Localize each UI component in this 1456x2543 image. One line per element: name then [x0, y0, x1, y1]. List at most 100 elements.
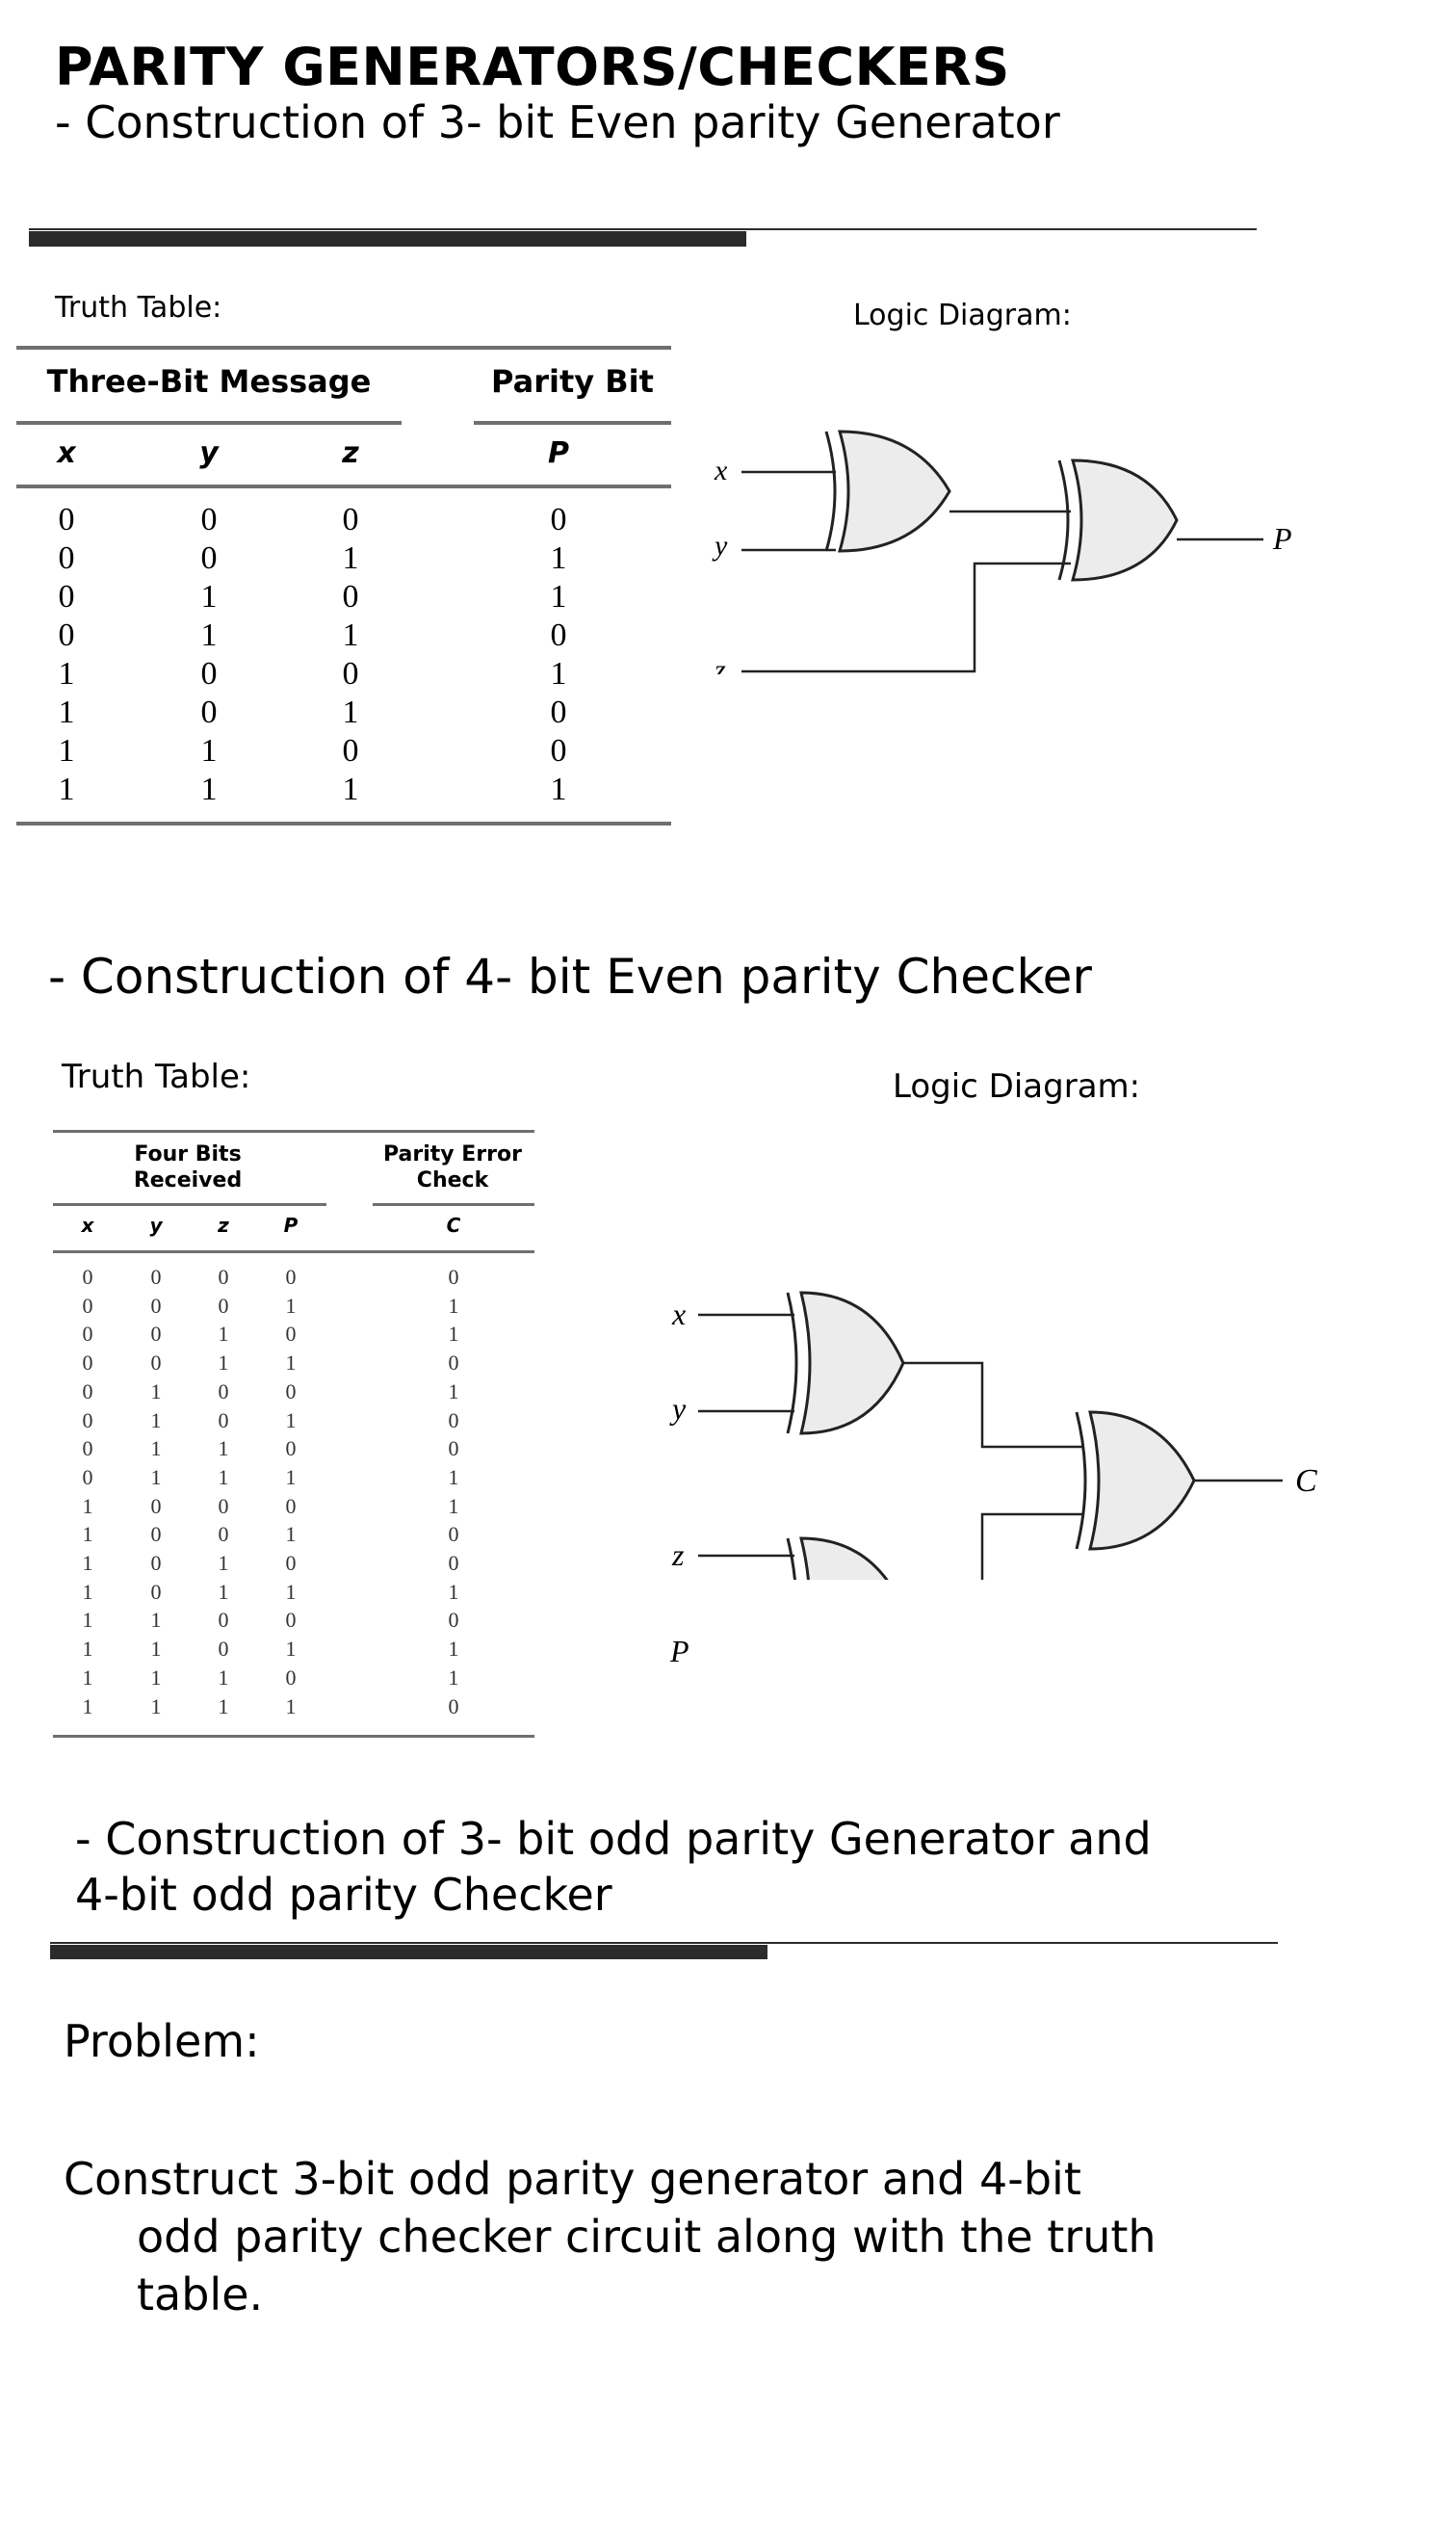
cell-x: 0 — [58, 579, 75, 615]
cell-x: 1 — [58, 733, 75, 769]
column-header-p: P — [548, 436, 569, 470]
cell-x: 1 — [58, 772, 75, 807]
cell-z: 1 — [342, 540, 359, 576]
xor-gate-1 — [824, 430, 951, 553]
cell-c: 0 — [448, 1436, 459, 1461]
cell-x: 1 — [82, 1579, 93, 1604]
wire-xor1-out — [903, 1361, 1083, 1449]
table-rule-header — [53, 1250, 534, 1253]
input-label-x: x — [714, 455, 728, 486]
column-header-y: y — [149, 1214, 163, 1237]
cell-p: 0 — [285, 1665, 297, 1690]
group-header-four-bits: Four Bits Received — [133, 1142, 243, 1193]
cell-z: 0 — [342, 502, 359, 537]
cell-z: 1 — [218, 1551, 229, 1575]
logic-diagram-4bit-labels: x y z P C — [669, 1297, 1317, 1668]
cell-y: 1 — [200, 579, 218, 615]
cell-z: 1 — [218, 1579, 229, 1604]
cell-c: 0 — [448, 1350, 459, 1376]
cell-z: 0 — [218, 1493, 229, 1518]
cell-p: 1 — [550, 540, 567, 576]
cell-p: 1 — [285, 1693, 297, 1718]
column-header-x: x — [57, 436, 76, 470]
section2-heading: - Construction of 4- bit Even parity Che… — [48, 949, 1092, 1005]
cell-y: 1 — [200, 617, 218, 653]
cell-p: 1 — [285, 1293, 297, 1318]
cell-z: 0 — [218, 1293, 229, 1318]
cell-x: 1 — [82, 1522, 93, 1547]
column-header-z: z — [342, 436, 359, 470]
cell-c: 1 — [448, 1378, 459, 1403]
divider-thick-1 — [29, 231, 746, 247]
cell-y: 0 — [200, 540, 218, 576]
cell-p: 1 — [285, 1579, 297, 1604]
cell-x: 1 — [82, 1493, 93, 1518]
cell-x: 1 — [82, 1551, 93, 1575]
cell-y: 0 — [150, 1522, 162, 1547]
table-rule-bottom — [16, 822, 671, 826]
input-label-y: y — [712, 530, 728, 562]
cell-p: 0 — [285, 1322, 297, 1347]
cell-z: 1 — [218, 1322, 229, 1347]
cell-z: 0 — [218, 1407, 229, 1432]
cell-p: 1 — [285, 1522, 297, 1547]
cell-x: 0 — [82, 1322, 93, 1347]
cell-c: 1 — [448, 1293, 459, 1318]
cell-x: 0 — [82, 1265, 93, 1289]
cell-y: 0 — [150, 1579, 162, 1604]
cell-p: 0 — [285, 1608, 297, 1633]
divider-thin-2 — [50, 1942, 1278, 1944]
cell-p: 0 — [550, 502, 567, 537]
cell-c: 1 — [448, 1322, 459, 1347]
cell-p: 1 — [285, 1464, 297, 1489]
cell-p: 1 — [285, 1407, 297, 1432]
cell-p: 0 — [285, 1378, 297, 1403]
cell-x: 0 — [82, 1293, 93, 1318]
column-header-x: x — [81, 1214, 94, 1237]
cell-z: 1 — [342, 772, 359, 807]
cell-y: 0 — [200, 695, 218, 730]
xor-gate-xy — [786, 1291, 905, 1435]
cell-c: 0 — [448, 1522, 459, 1547]
cell-p: 1 — [285, 1637, 297, 1662]
cell-c: 0 — [448, 1608, 459, 1633]
cell-x: 1 — [82, 1608, 93, 1633]
cell-p: 0 — [285, 1551, 297, 1575]
cell-y: 1 — [200, 733, 218, 769]
cell-x: 1 — [82, 1637, 93, 1662]
cell-p: 0 — [550, 617, 567, 653]
input-label-y: y — [669, 1391, 687, 1426]
cell-x: 0 — [82, 1436, 93, 1461]
cell-p: 0 — [550, 695, 567, 730]
cell-y: 0 — [150, 1350, 162, 1376]
cell-z: 1 — [342, 695, 359, 730]
cell-c: 1 — [448, 1464, 459, 1489]
cell-c: 0 — [448, 1551, 459, 1575]
cell-y: 0 — [150, 1293, 162, 1318]
cell-z: 1 — [342, 617, 359, 653]
group-header-message: Three-Bit Message — [46, 363, 372, 400]
cell-y: 1 — [150, 1693, 162, 1718]
xor-gate-final — [1075, 1410, 1196, 1551]
input-label-z: z — [671, 1537, 685, 1572]
wire-z — [741, 562, 1071, 673]
column-header-p: P — [283, 1214, 299, 1237]
cell-y: 1 — [150, 1436, 162, 1461]
cell-y: 1 — [200, 772, 218, 807]
divider-thin-1 — [29, 228, 1257, 230]
column-header-z: z — [218, 1214, 229, 1237]
group-header-parity: Parity Bit — [491, 363, 654, 400]
cell-p: 0 — [285, 1436, 297, 1461]
cell-c: 1 — [448, 1493, 459, 1518]
problem-label: Problem: — [64, 2015, 260, 2067]
cell-c: 1 — [448, 1637, 459, 1662]
cell-y: 1 — [150, 1637, 162, 1662]
cell-y: 0 — [200, 656, 218, 692]
cell-z: 0 — [342, 656, 359, 692]
column-header-c: C — [446, 1214, 461, 1237]
cell-x: 0 — [82, 1378, 93, 1403]
table-rule-header — [16, 485, 671, 488]
input-label-x: x — [671, 1297, 686, 1331]
cell-x: 0 — [82, 1350, 93, 1376]
cell-z: 1 — [218, 1665, 229, 1690]
